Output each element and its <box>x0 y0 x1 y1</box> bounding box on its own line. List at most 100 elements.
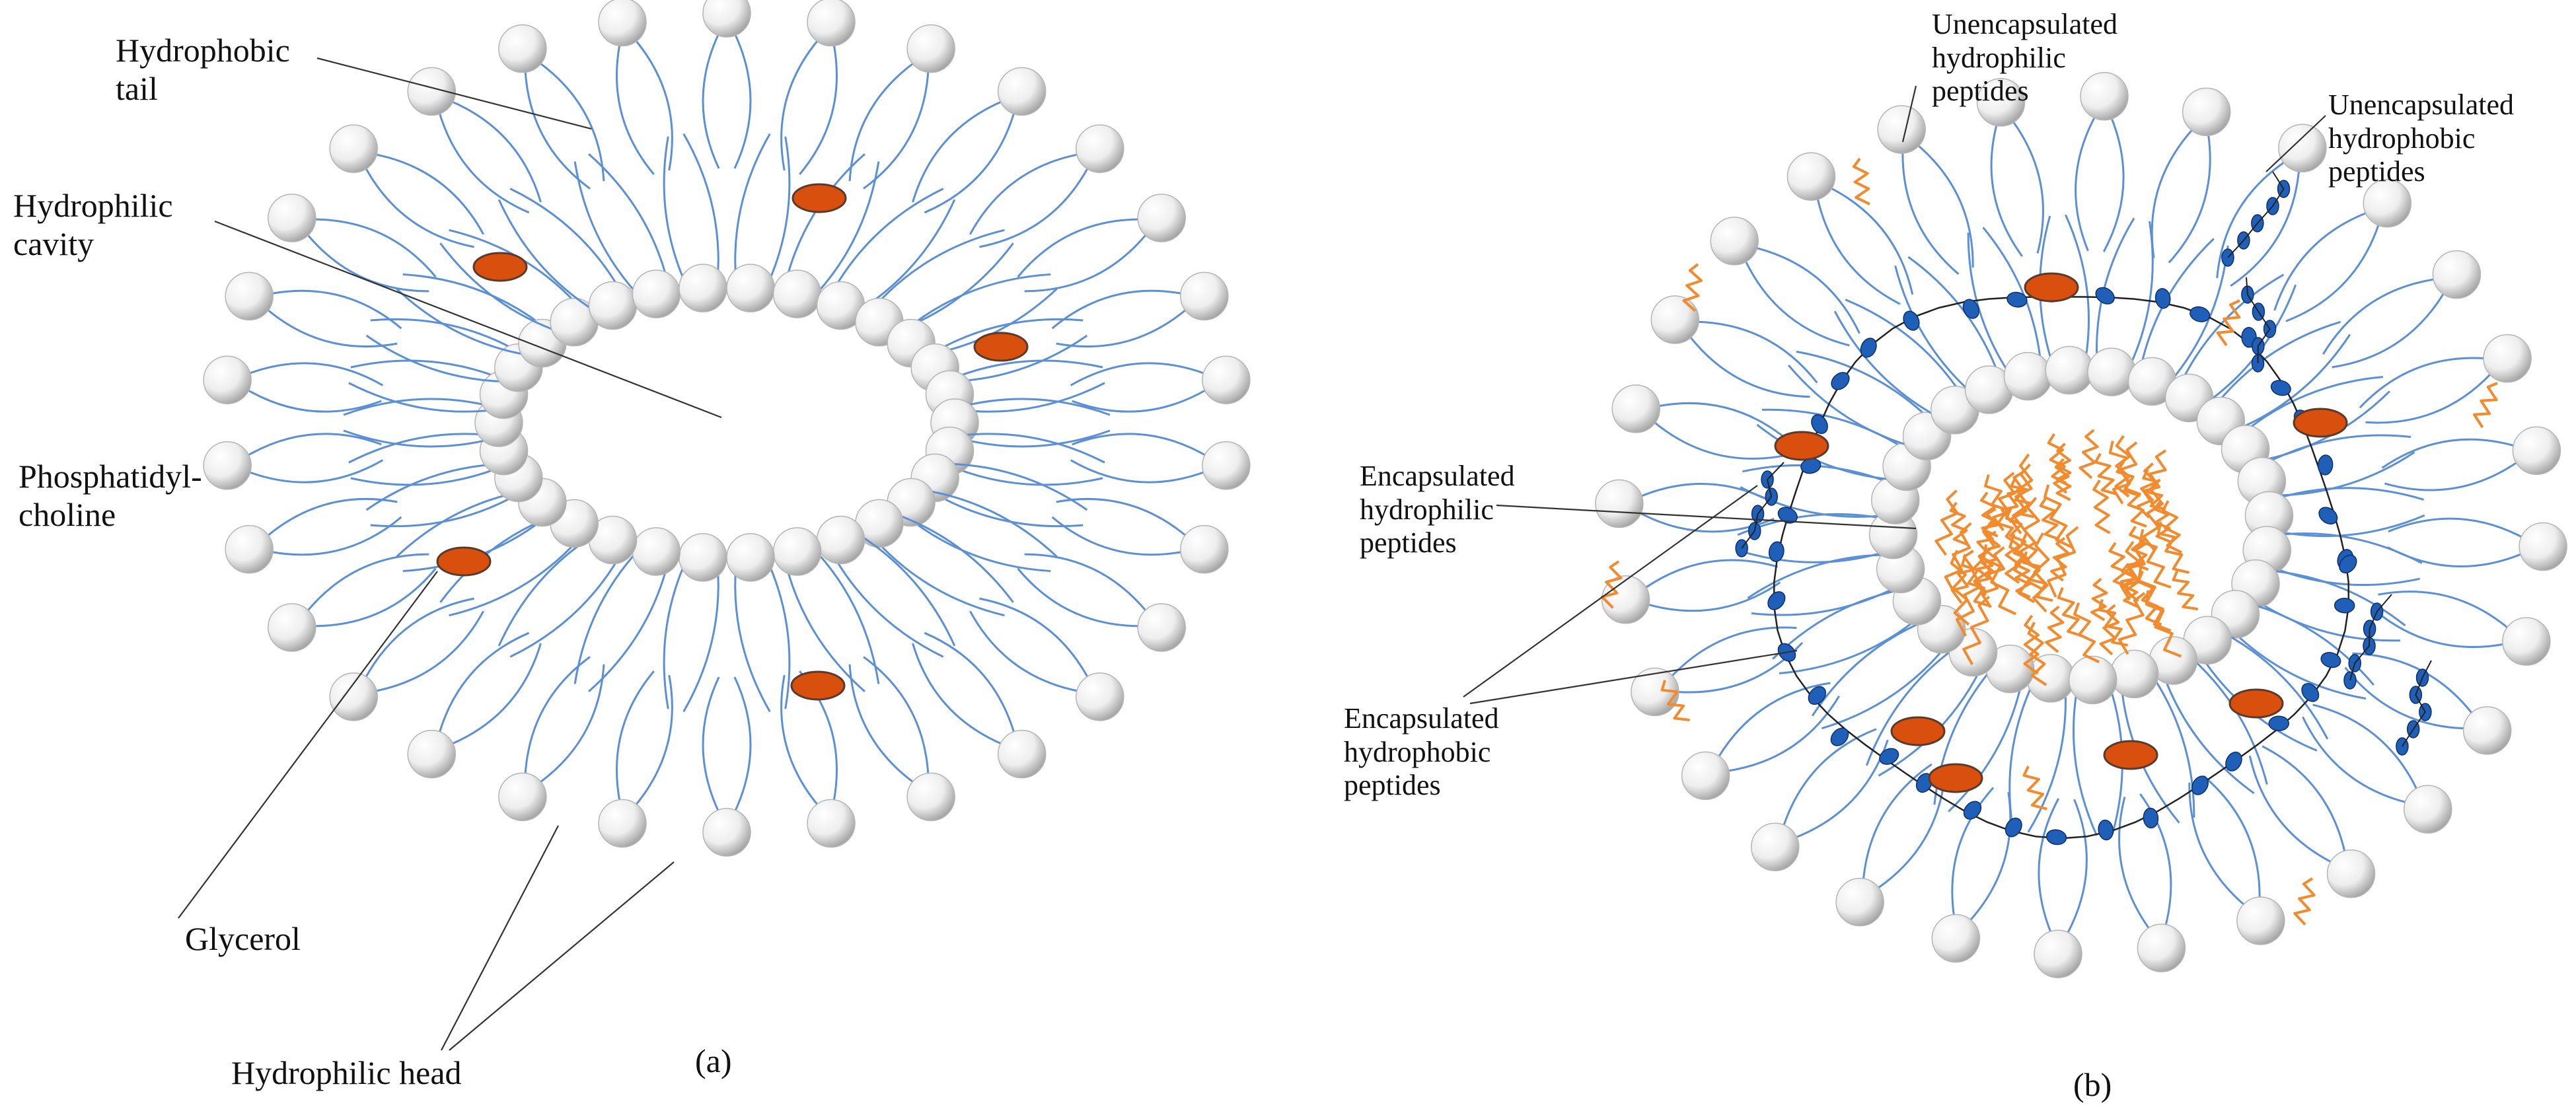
encapsulated-hydrophilic-peptide <box>2121 563 2139 608</box>
glycerol <box>2103 740 2158 770</box>
hydrophobic-peptide-bead <box>1830 727 1849 746</box>
glycerol <box>472 252 528 282</box>
hydrophilic-head <box>816 515 865 565</box>
glycerol <box>2228 688 2284 719</box>
hydrophobic-tail <box>270 516 402 556</box>
hydrophobic-peptide-bead <box>2301 683 2320 702</box>
encapsulated-hydrophilic-peptide <box>2045 605 2065 653</box>
hydrophilic-head <box>1601 575 1650 624</box>
hydrophilic-head <box>1137 194 1186 242</box>
hydrophobic-tail <box>2038 798 2060 934</box>
hydrophobic-tail <box>1072 433 1208 457</box>
glycerol <box>791 183 847 213</box>
hydrophilic-head <box>2236 896 2285 945</box>
hydrophobic-tail <box>438 631 530 735</box>
caption-a: (a) <box>695 1042 732 1079</box>
label-line: peptides <box>1360 526 1457 559</box>
encapsulated-hydrophilic-peptide <box>2092 480 2111 534</box>
hydrophobic-tail <box>634 674 673 807</box>
hydrophobic-tail <box>616 43 655 175</box>
phospholipid <box>1811 604 1966 730</box>
hydrophobic-tail <box>451 100 542 203</box>
encapsulated-hydrophilic-peptide <box>2090 577 2108 622</box>
hydrophobic-peptide-bead <box>2190 306 2211 322</box>
hydrophobic-peptide-bead <box>2339 554 2357 574</box>
hydrophilic-head <box>498 772 547 822</box>
leader-line <box>449 861 675 1051</box>
phospholipid <box>2302 703 2452 834</box>
hydrophilic-head <box>632 527 681 576</box>
hydrophobic-tail <box>2262 745 2346 853</box>
phospholipid <box>2034 798 2088 978</box>
hydrophilic-head <box>203 355 252 404</box>
encapsulated-hydrophilic-peptide <box>1934 489 1959 556</box>
hydrophobic-tail <box>306 553 429 613</box>
phospholipid <box>663 133 727 312</box>
hydrophobic-peptide-bead <box>2098 819 2114 841</box>
hydrophilic-head <box>268 603 316 652</box>
hydrophilic-head <box>2003 351 2053 401</box>
phospholipid <box>1650 295 1818 398</box>
hydrophilic-head <box>1786 152 1836 201</box>
hydrophobic-peptide-bead <box>1768 541 1785 562</box>
hydrophobic-tail <box>2118 797 2151 931</box>
hydrophobic-peptide-bead <box>2317 454 2334 476</box>
encapsulated-hydrophilic-peptide <box>2136 462 2158 519</box>
phospholipid <box>2188 775 2285 945</box>
hydrophilic-head <box>598 0 647 47</box>
label-unencapsulated-hydrophobic: Unencapsulated hydrophobic peptides <box>2328 89 2514 189</box>
hydrophilic-head <box>225 271 274 321</box>
encapsulated-hydrophilic-peptide <box>2145 590 2182 658</box>
hydrophobic-tail <box>848 61 915 182</box>
leader-line <box>441 825 559 1051</box>
hydrophobic-tail <box>2011 120 2044 254</box>
hydrophilic-head <box>2326 849 2376 898</box>
encapsulated-hydrophilic-peptide <box>2099 604 2120 656</box>
hydrophilic-head <box>2045 345 2094 395</box>
hydrophilic-head <box>407 67 457 116</box>
label-line: tail <box>116 69 158 107</box>
hydrophobic-peptide-bead <box>1879 748 1899 765</box>
hydrophobic-peptide-chain <box>2402 660 2432 747</box>
hydrophilic-head <box>1710 217 1759 266</box>
hydrophilic-head <box>1976 78 2026 127</box>
hydrophobic-tail <box>1951 787 1995 917</box>
hydrophobic-tail <box>1717 682 1831 759</box>
hydrophobic-peptide-bead <box>2221 248 2234 267</box>
phospholipid <box>2248 745 2376 898</box>
encapsulated-hydrophilic-peptide <box>2156 521 2190 574</box>
hydrophilic-head <box>2512 426 2561 475</box>
phospholipid <box>2381 426 2561 491</box>
encapsulated-hydrophilic-peptide <box>1976 507 1999 554</box>
label-hydrophilic-cavity: Hydrophilic cavity <box>13 187 173 263</box>
phospholipid <box>2231 559 2406 642</box>
hydrophobic-tail <box>538 61 605 182</box>
hydrophilic-head <box>2137 923 2186 972</box>
hydrophobic-peptide-bead <box>2320 652 2341 668</box>
encapsulated-hydrophilic-peptide <box>2117 592 2146 655</box>
phospholipid <box>1017 194 1186 293</box>
hydrophobic-peptide-bead <box>1962 299 1979 319</box>
hydrophilic-head <box>1877 105 1926 154</box>
hydrophobic-tail <box>1056 308 1188 348</box>
hydrophobic-tail <box>2285 223 2380 322</box>
phospholipid <box>2273 178 2412 322</box>
hydrophilic-head <box>329 124 378 173</box>
hydrophobic-tail <box>924 111 1015 214</box>
hydrophilic-head <box>1650 295 1700 344</box>
hydrophilic-head <box>702 0 751 38</box>
hydrophobic-tail <box>2216 161 2286 279</box>
hydrophobic-peptide-bead <box>1903 310 1920 331</box>
encapsulated-hydrophilic-peptide <box>2161 500 2182 554</box>
hydrophobic-tail <box>1024 233 1148 293</box>
phospholipid <box>912 67 1047 214</box>
hydrophobic-tail <box>733 32 752 169</box>
glycerol <box>1890 716 1946 746</box>
phospholipid <box>702 0 752 169</box>
hydrophobic-tail <box>702 32 720 169</box>
encapsulated-hydrophilic-peptide <box>2114 435 2131 498</box>
label-line: hydrophobic <box>2328 122 2476 155</box>
hydrophobic-peptide-bead <box>1777 507 1798 524</box>
hydrophobic-tail <box>1726 696 1840 772</box>
